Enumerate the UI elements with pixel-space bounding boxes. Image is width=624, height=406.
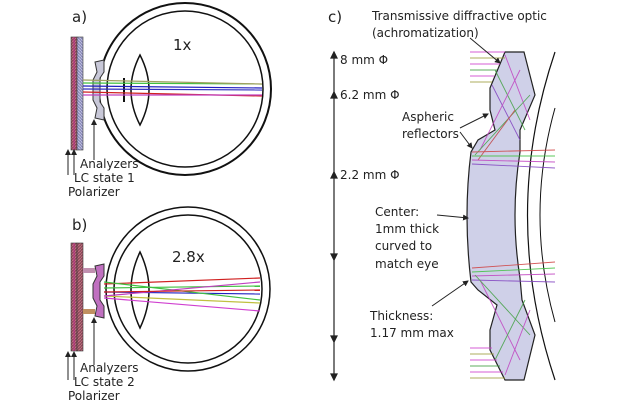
panel-a: a) 1x Analyzers LC state 1 Polarizer [65,2,272,199]
rays-c [470,51,556,379]
center-label-1: Center: [375,205,419,219]
diffractive-pointer [469,37,501,64]
thickness-label-1: Thickness: [369,309,433,323]
eye-surface-inner [539,107,556,323]
analyzers-label-b: Analyzers [80,361,138,375]
eye-b [105,206,271,372]
relay-arm-bottom [83,309,95,314]
analyzers-label-a: Analyzers [80,157,138,171]
reflector-pointer-upper [459,113,489,129]
dim-8mm: 8 mm Φ [340,53,388,67]
lc-state-label-a: LC state 1 [74,171,135,185]
magnification-b: 2.8x [172,248,205,266]
aspheric-label-2: reflectors [402,127,459,141]
analyzer-optic-a [92,59,105,121]
eye-surface-outer [526,51,556,381]
eye-a [98,2,272,176]
panel-b-label: b) [72,216,87,234]
rays-a [82,79,263,97]
display-stack-b [70,242,84,352]
center-label-3: curved to [375,239,432,253]
contact-lens-optic [466,51,536,381]
panel-a-label: a) [72,8,87,26]
polarizer-label-a: Polarizer [68,185,120,199]
reflector-pointer-lower [459,131,473,149]
relay-arm-top [83,268,95,273]
dimension-axis [330,50,338,382]
center-pointer [436,214,469,221]
dim-2-2mm: 2.2 mm Φ [340,168,400,182]
thickness-pointer [431,280,469,307]
panel-c-label: c) [328,8,342,26]
analyzer-optic-b [92,263,105,319]
rays-b [103,277,261,312]
display-stack-a [70,36,84,151]
panel-c: c) Transmissive diffractive optic (achro… [328,8,556,382]
lc-state-label-b: LC state 2 [74,375,135,389]
polarizer-label-b: Polarizer [68,389,120,403]
aspheric-label-1: Aspheric [402,110,454,124]
diffractive-optic-label-1: Transmissive diffractive optic [371,9,547,23]
center-label-2: 1mm thick [375,222,439,236]
center-label-4: match eye [375,257,439,271]
thickness-label-2: 1.17 mm max [370,326,454,340]
dim-6-2mm: 6.2 mm Φ [340,88,400,102]
magnification-a: 1x [173,36,192,54]
diffractive-optic-label-2: (achromatization) [372,26,479,40]
panel-b: b) 2.8x Analyzers LC state 2 [65,206,271,403]
